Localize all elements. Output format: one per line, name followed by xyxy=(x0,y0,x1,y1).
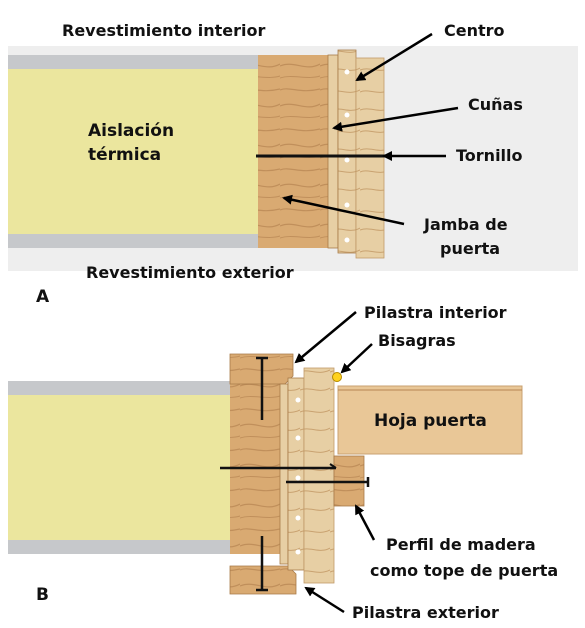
arrow-wedges xyxy=(332,106,459,132)
interior-lining-a xyxy=(8,55,258,69)
panel-b: Pilastra interior Bisagras Hoja puerta P… xyxy=(8,303,578,622)
trim-a xyxy=(355,57,385,259)
arrow-exterior-casing xyxy=(304,586,345,614)
frame-center-a xyxy=(337,49,357,254)
label-interior-lining: Revestimiento interior xyxy=(62,21,265,40)
label-exterior-casing: Pilastra exterior xyxy=(352,603,499,622)
label-insulation-1: Aislación xyxy=(88,121,174,141)
arrow-door-stop xyxy=(354,504,376,541)
label-stop-2: como tope de puerta xyxy=(370,561,558,580)
arrow-center xyxy=(355,32,433,82)
interior-lining-b xyxy=(8,381,230,395)
label-hinges: Bisagras xyxy=(378,331,456,350)
panel-a: Revestimiento interior Centro Cuñas Aisl… xyxy=(8,21,578,307)
label-center: Centro xyxy=(444,21,505,40)
arrow-interior-casing xyxy=(294,311,357,364)
label-jamb-2: puerta xyxy=(440,239,500,258)
panel-a-marker: A xyxy=(36,287,50,307)
insulation-a xyxy=(8,69,258,234)
frame-center-b xyxy=(287,377,305,571)
wedges-b xyxy=(279,383,289,565)
exterior-lining-b xyxy=(8,540,230,554)
label-wedges: Cuñas xyxy=(468,95,523,114)
panel-b-marker: B xyxy=(36,585,49,605)
label-exterior-lining: Revestimiento exterior xyxy=(86,263,294,282)
label-interior-casing: Pilastra interior xyxy=(364,303,507,322)
insulation-b xyxy=(8,395,230,540)
label-door-leaf: Hoja puerta xyxy=(374,411,487,431)
hinge-icon xyxy=(332,372,342,382)
label-jamb-1: Jamba de xyxy=(423,215,508,234)
screw-b-tip xyxy=(329,463,337,469)
wedges-a xyxy=(327,54,339,249)
nail-dots-a xyxy=(344,69,350,243)
frame-b xyxy=(303,367,335,584)
arrow-jamb xyxy=(282,194,405,226)
exterior-lining-a xyxy=(8,234,258,248)
label-screw: Tornillo xyxy=(456,146,523,165)
arrow-hinges xyxy=(340,343,373,374)
label-stop-1: Perfil de madera xyxy=(386,535,536,554)
label-insulation-2: térmica xyxy=(88,145,161,165)
door-jamb-a xyxy=(258,55,328,248)
nail-dots-b xyxy=(295,397,301,555)
door-leaf xyxy=(337,385,523,455)
